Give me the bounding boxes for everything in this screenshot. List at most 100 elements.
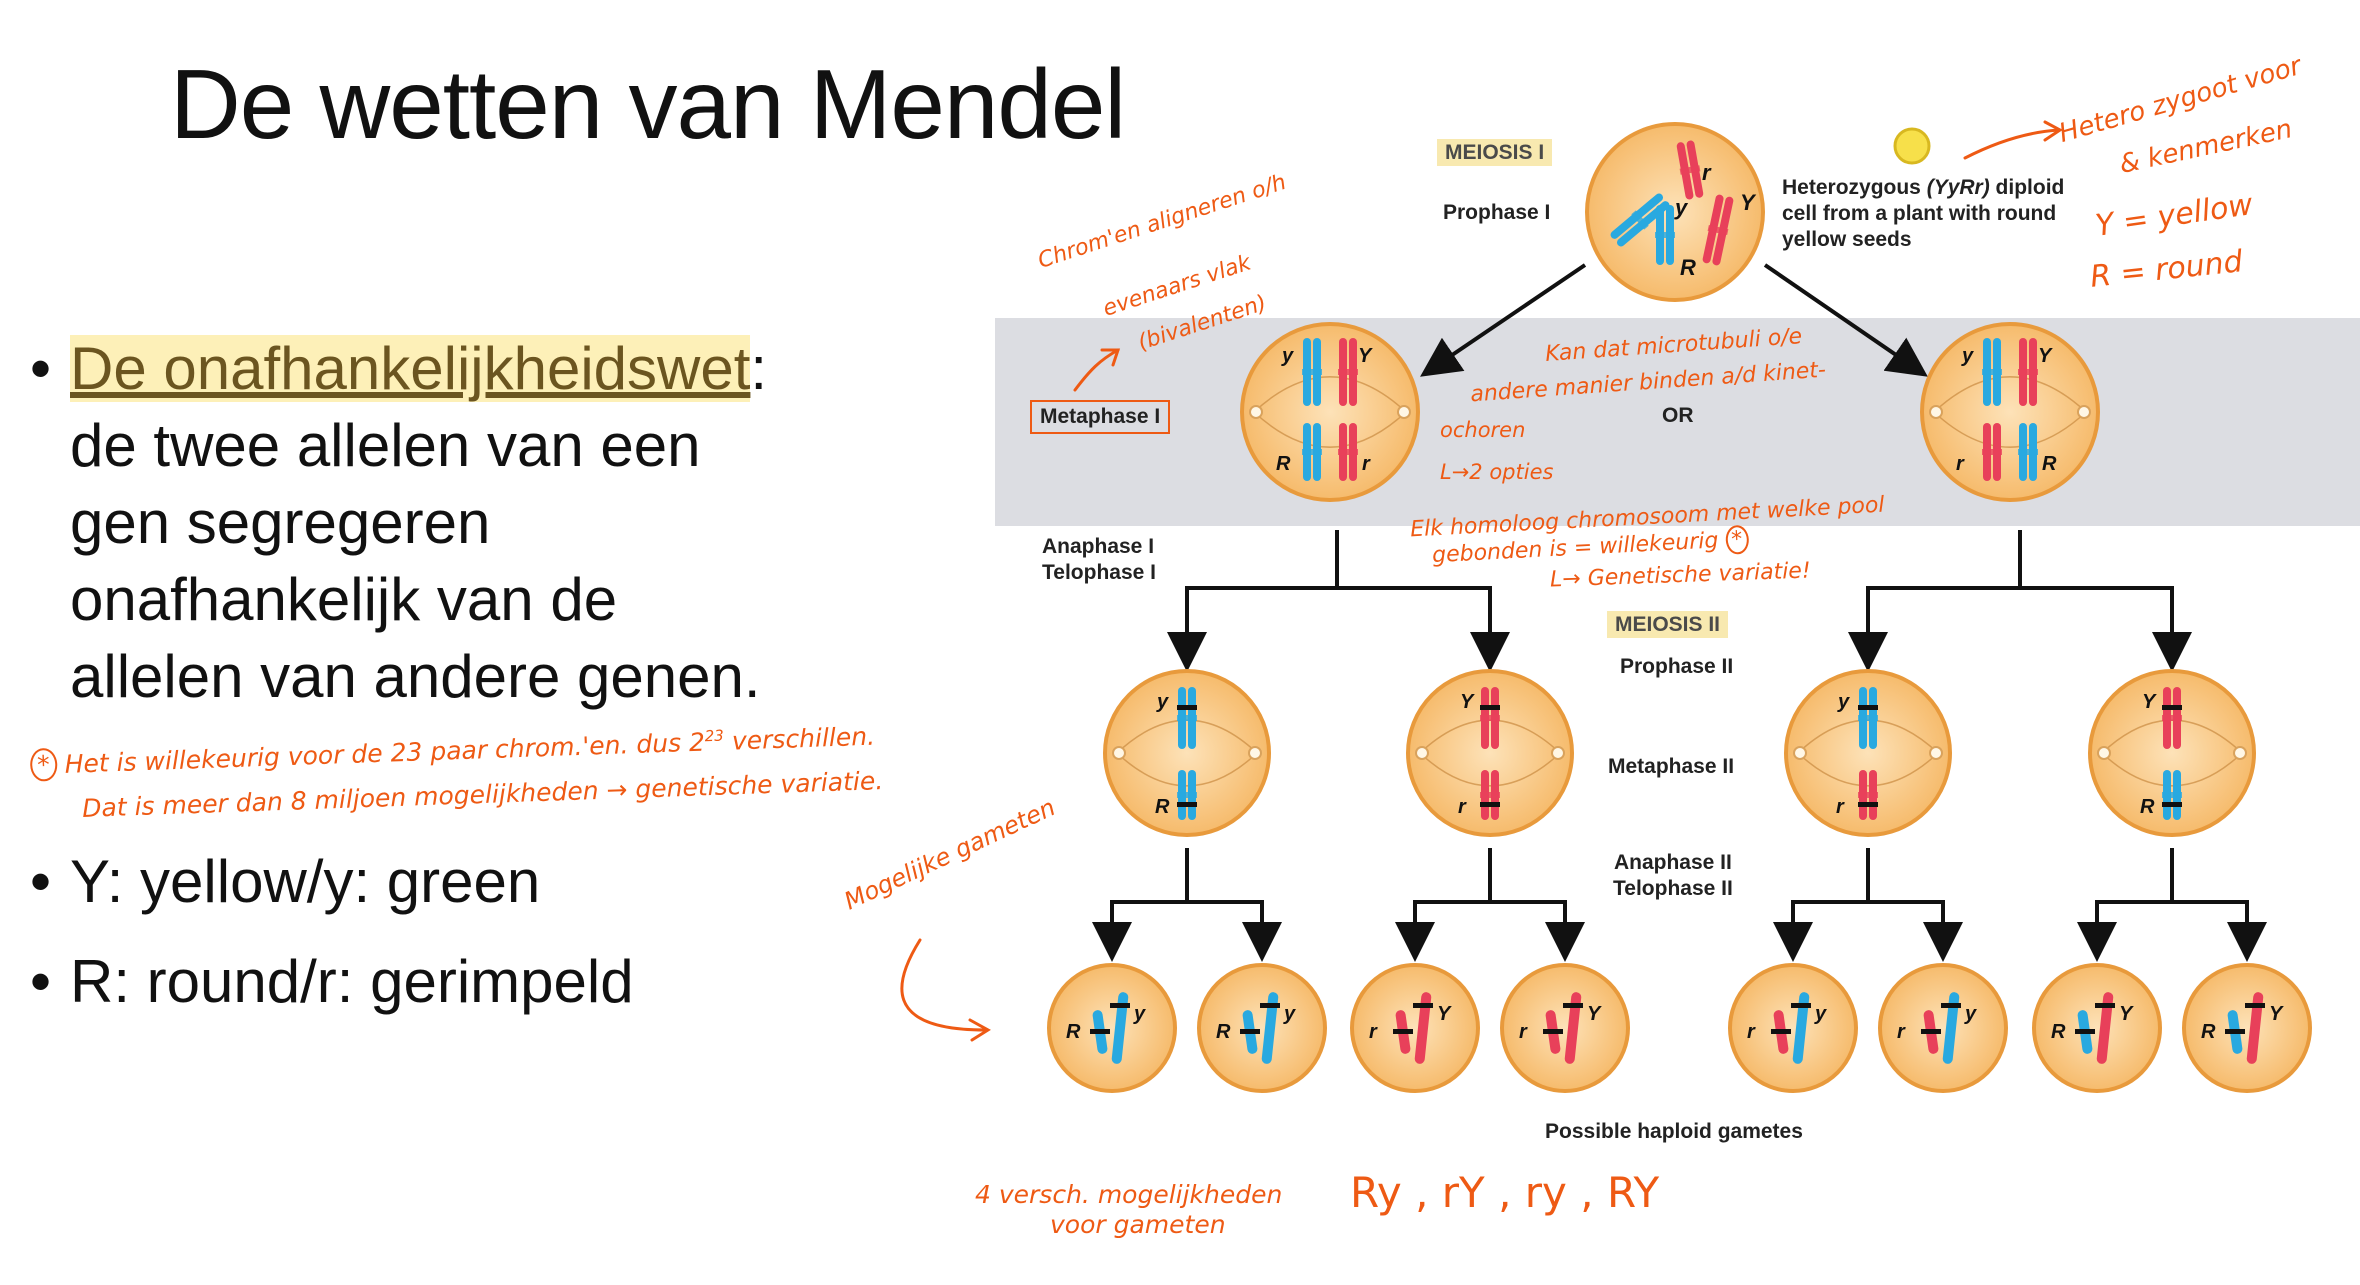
band xyxy=(1260,1003,1280,1008)
note-micro-4: L→2 opties xyxy=(1440,460,1554,484)
allele-label: r xyxy=(1519,1021,1528,1043)
spindle-fiber xyxy=(1797,719,1939,754)
chromosome xyxy=(1177,687,1197,749)
bullet-law: De onafhankelijkheidswet: de twee allele… xyxy=(30,330,850,715)
centrosome xyxy=(1793,746,1807,760)
allele-label: R xyxy=(2140,796,2155,818)
allele-label: y xyxy=(1837,691,1850,713)
band xyxy=(2162,802,2182,807)
law-link[interactable]: De onafhankelijkheidswet xyxy=(70,335,751,402)
chromatid xyxy=(1188,770,1196,820)
gamete-8: RY xyxy=(2182,963,2312,1093)
note-pool-3: L→ Genetische variatie! xyxy=(1549,558,1812,593)
chromosome-r xyxy=(1655,205,1675,265)
law-line-3: onafhankelijk van de xyxy=(70,566,618,633)
chromatid xyxy=(1666,205,1674,265)
law-line-2: gen segregeren xyxy=(70,489,491,556)
centrosome xyxy=(1415,746,1429,760)
chromosome xyxy=(1111,992,1129,1064)
chromatid xyxy=(1414,992,1432,1064)
allele-label: y xyxy=(1156,691,1169,713)
allele-label: Y xyxy=(2142,691,2157,713)
allele-band xyxy=(1858,705,1878,710)
allele-label: Y xyxy=(1460,691,1475,713)
metaphase-2-label: Metaphase II xyxy=(1608,755,1735,778)
allele-band xyxy=(1393,1029,1413,1034)
seed-icon xyxy=(1893,127,1931,165)
chromatid xyxy=(2163,687,2171,749)
chromatid xyxy=(2096,992,2114,1064)
allele-band xyxy=(1921,1029,1941,1034)
allele-band xyxy=(2245,1003,2265,1008)
gamete-5: ry xyxy=(1728,963,1858,1093)
chromatid xyxy=(1178,770,1186,820)
band xyxy=(2245,1003,2265,1008)
allele-band xyxy=(2075,1029,2095,1034)
chromosome xyxy=(1395,1010,1411,1054)
band xyxy=(1480,802,1500,807)
cell-membrane xyxy=(1585,122,1765,302)
chromosome xyxy=(1923,1010,1939,1054)
chromosome-Y xyxy=(1702,194,1734,266)
allele-label: R xyxy=(2051,1021,2066,1043)
chromatid xyxy=(1261,992,1279,1064)
allele-label: Y xyxy=(1740,190,1757,215)
chromosome xyxy=(1414,992,1432,1064)
note-micro-3: ochoren xyxy=(1440,418,1526,442)
allele-label: r xyxy=(1702,160,1712,185)
allele-label: R xyxy=(1066,1021,1081,1043)
chromatid xyxy=(1676,142,1694,200)
spindle-fiber xyxy=(1116,752,1258,787)
allele-label: r xyxy=(1897,1021,1906,1043)
gametes-arrow-icon xyxy=(900,938,987,1032)
chromatid xyxy=(1702,194,1724,264)
allele-band xyxy=(1771,1029,1791,1034)
chromosome xyxy=(1792,992,1810,1064)
allele-label: r xyxy=(1369,1021,1378,1043)
band xyxy=(1240,1029,1260,1034)
allele-label: y xyxy=(1674,195,1689,220)
gamete-6: ry xyxy=(1878,963,2008,1093)
prophase-2-label: Prophase II xyxy=(1620,655,1734,678)
gamete-7: RY xyxy=(2032,963,2162,1093)
allele-label: R xyxy=(1216,1021,1231,1043)
band xyxy=(1110,1003,1130,1008)
allele-label: r xyxy=(1836,796,1845,818)
chromatid xyxy=(1859,770,1867,820)
spindle-fiber xyxy=(2101,752,2243,787)
allele-band xyxy=(2162,802,2182,807)
chromosome xyxy=(1092,1010,1108,1054)
allele-band xyxy=(1480,705,1500,710)
chromatid xyxy=(1491,687,1499,749)
allele-band xyxy=(2095,1003,2115,1008)
note-versch-2: voor gameten xyxy=(1050,1210,1226,1239)
or-label: OR xyxy=(1662,404,1694,427)
gamete-1: Ry xyxy=(1047,963,1177,1093)
allele-band xyxy=(2225,1029,2245,1034)
allele-label: y xyxy=(1814,1003,1827,1025)
cell-membrane xyxy=(1047,963,1177,1093)
allele-band xyxy=(1260,1003,1280,1008)
spindle-fiber xyxy=(1419,752,1561,787)
centromere xyxy=(2162,792,2182,798)
centrosome xyxy=(1929,746,1943,760)
band xyxy=(1480,705,1500,710)
chromosome xyxy=(2227,1010,2243,1054)
chromosome xyxy=(1545,1010,1561,1054)
chromosome xyxy=(2162,687,2182,749)
cell-metaphase-2-d: YR xyxy=(2088,669,2256,837)
centromere xyxy=(1177,792,1197,798)
band xyxy=(2095,1003,2115,1008)
chromosome xyxy=(1942,992,1960,1064)
chromosome xyxy=(2246,992,2264,1064)
chromatid xyxy=(1869,770,1877,820)
allele-band xyxy=(1480,802,1500,807)
chromatid xyxy=(1923,1010,1939,1054)
note-y: Y = yellow xyxy=(2093,187,2255,244)
cell-membrane xyxy=(1784,669,1952,837)
chromatid xyxy=(1481,687,1489,749)
cell-membrane xyxy=(2182,963,2312,1093)
band xyxy=(1563,1003,1583,1008)
chromatid xyxy=(1712,196,1734,266)
